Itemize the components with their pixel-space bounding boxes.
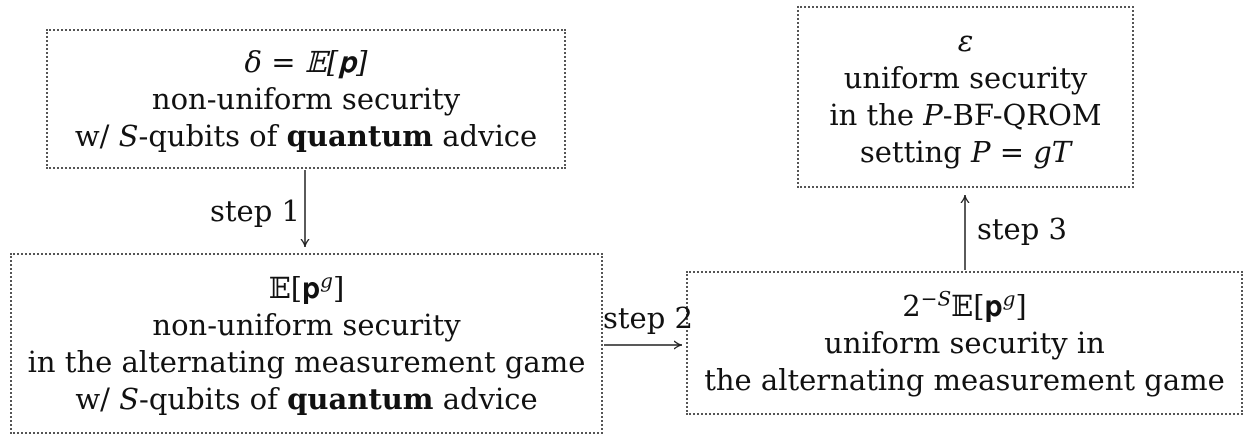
box4-line4: setting P = gT: [860, 134, 1071, 171]
box1-formula: δ = 𝔼[𝐩]: [245, 44, 368, 81]
box2-line4-a: w/: [75, 381, 120, 416]
box4-line4-a: setting: [859, 135, 971, 169]
box-alternating-measurement-nonuniform: 𝔼[𝐩g] non-uniform security in the altern…: [10, 253, 603, 434]
box2-line4-var: S: [119, 381, 140, 416]
box2-line2: non-uniform security: [152, 307, 461, 342]
box4-line3-a: in the: [829, 98, 924, 132]
box3-formula: 2−S𝔼[𝐩g]: [902, 288, 1027, 325]
box1-line3-var: S: [118, 118, 139, 153]
box2-line4-bold: quantum: [287, 381, 434, 416]
box4-line3: in the P-BF-QROM: [829, 97, 1101, 134]
step2-label: step 2: [603, 301, 693, 335]
box2-formula-sup: g: [320, 267, 333, 292]
box4-line2: uniform security: [843, 61, 1088, 95]
box2-formula: 𝔼[𝐩g]: [269, 270, 345, 307]
box1-line3: w/ S-qubits of quantum advice: [75, 118, 537, 155]
box4-formula: ε: [958, 23, 974, 60]
box3-formula-sup: −S: [920, 285, 952, 310]
box3-formula-pre: 2: [902, 288, 921, 323]
box4-line3-var: P: [923, 98, 943, 132]
box-alternating-measurement-uniform: 2−S𝔼[𝐩g] uniform security in the alterna…: [686, 271, 1243, 415]
box3-line2: uniform security in: [824, 325, 1105, 360]
box-bf-qrom-uniform: ε uniform security in the P-BF-QROM sett…: [797, 6, 1134, 188]
box3-formula-close: ]: [1015, 288, 1027, 323]
box2-line4: w/ S-qubits of quantum advice: [75, 381, 537, 418]
box2-line3: in the alternating measurement game: [27, 344, 586, 379]
box3-formula-base: 𝔼[𝐩: [951, 288, 1003, 323]
box4-line3-b: -BF-QROM: [942, 98, 1102, 132]
box2-line4-b: -qubits of: [139, 381, 288, 416]
box1-line3-a: w/: [74, 118, 119, 153]
box-quantum-advice-security: δ = 𝔼[𝐩] non-uniform security w/ S-qubit…: [46, 29, 566, 169]
box1-line3-c: advice: [433, 118, 538, 153]
box3-line3: the alternating measurement game: [704, 362, 1225, 397]
box2-formula-close: ]: [332, 270, 345, 305]
box2-line4-c: advice: [433, 381, 538, 416]
box4-formula-text: ε: [957, 24, 974, 58]
box2-formula-base: 𝔼[𝐩: [268, 270, 321, 305]
step1-label: step 1: [210, 194, 300, 228]
box1-line2: non-uniform security: [151, 81, 461, 116]
box4-line4-math: P = gT: [970, 135, 1072, 169]
step3-label: step 3: [977, 212, 1067, 246]
box1-line3-b: -qubits of: [138, 118, 287, 153]
box3-formula-sup2: g: [1002, 285, 1016, 310]
box1-formula-text: δ = 𝔼[𝐩]: [244, 44, 368, 79]
box1-line3-bold: quantum: [286, 118, 433, 153]
